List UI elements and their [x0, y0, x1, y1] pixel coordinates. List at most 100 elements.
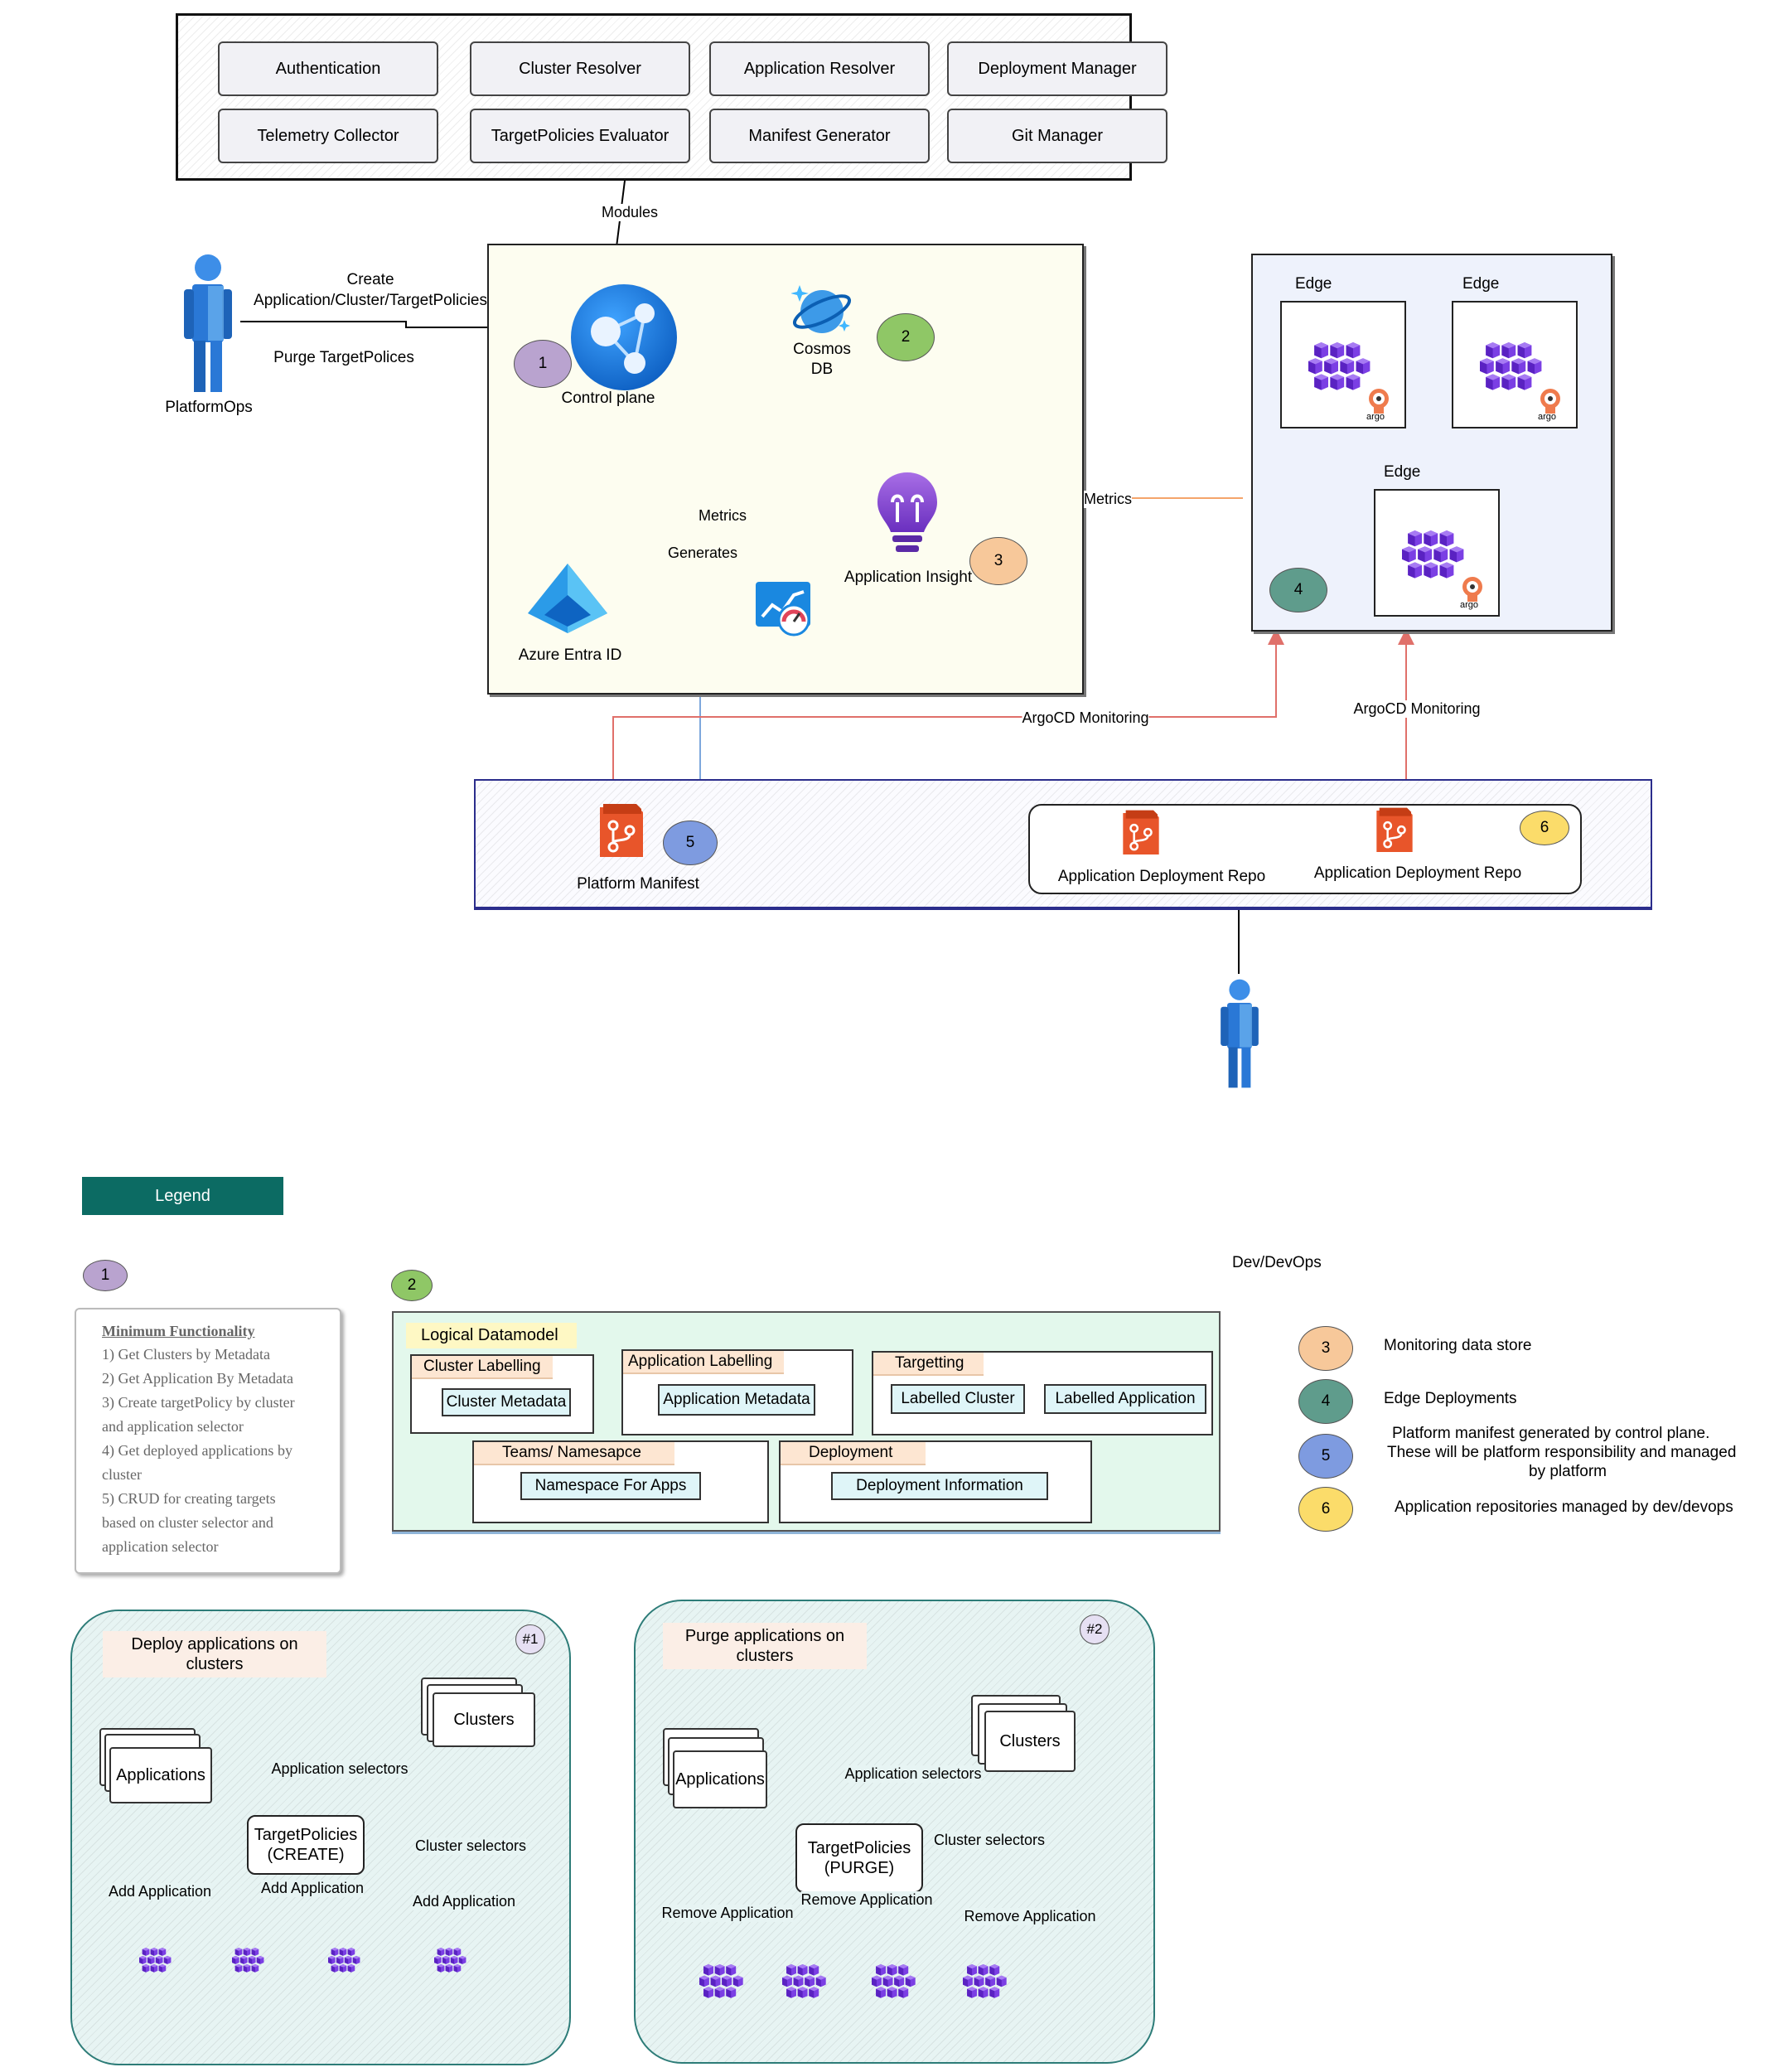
edge-title-1: Edge — [1295, 275, 1332, 293]
purge-flow-tag: #2 — [1080, 1615, 1109, 1644]
legend-text-5a: Platform manifest generated by control p… — [1392, 1425, 1710, 1442]
tp-create-line1: TargetPolicies — [254, 1826, 358, 1844]
module-git-manager[interactable]: Git Manager — [947, 109, 1167, 163]
cluster-selectors-label: Cluster selectors — [414, 1837, 527, 1855]
min-func-line: cluster — [102, 1466, 142, 1483]
min-func-line: based on cluster selector and — [102, 1514, 273, 1531]
min-func-line: 1) Get Clusters by Metadata — [102, 1346, 270, 1363]
tp-purge-line1: TargetPolicies — [807, 1839, 911, 1857]
app-repo-2-label[interactable]: Application Deployment Repo — [1313, 864, 1522, 882]
labelled-cluster-item[interactable]: Labelled Cluster — [891, 1384, 1025, 1414]
badge-2: 2 — [877, 313, 935, 361]
application-insight-icon — [874, 471, 940, 557]
module-deployment-manager[interactable]: Deployment Manager — [947, 41, 1167, 96]
azure-entra-id-icon — [526, 562, 609, 637]
create-label-line1: Create — [346, 271, 394, 288]
dev-devops-label: Dev/DevOps — [1232, 1254, 1322, 1271]
module-targetpolicies-evaluator[interactable]: TargetPolicies Evaluator — [470, 109, 690, 163]
targetting-title: Targetting — [873, 1353, 984, 1376]
kubernetes-pods-icon — [1402, 530, 1466, 584]
remove-application-label-3: Remove Application — [964, 1908, 1096, 1925]
app-selectors-label: Application selectors — [271, 1760, 408, 1778]
badge-5: 5 — [663, 821, 718, 865]
tp-create-line2: (CREATE) — [267, 1846, 345, 1864]
deploy-flow-title: Deploy applications on clusters — [103, 1631, 326, 1677]
legend-text-6: Application repositories managed by dev/… — [1395, 1498, 1733, 1516]
targetpolicies-purge-node[interactable]: TargetPolicies (PURGE) — [795, 1823, 923, 1893]
add-application-label-1: Add Application — [108, 1883, 212, 1900]
add-application-label-2: Add Application — [260, 1880, 365, 1897]
argo-text: argo — [1460, 600, 1479, 610]
legend-text-5c: by platform — [1529, 1463, 1607, 1480]
module-application-resolver[interactable]: Application Resolver — [709, 41, 930, 96]
namespace-for-apps-item[interactable]: Namespace For Apps — [520, 1472, 701, 1500]
targetpolicies-create-node[interactable]: TargetPolicies (CREATE) — [247, 1815, 365, 1875]
purge-flow-title: Purge applications on clusters — [663, 1623, 867, 1669]
deploy-flow-tag: #1 — [515, 1624, 545, 1654]
min-func-line: 3) Create targetPolicy by cluster — [102, 1394, 295, 1411]
argocd-monitoring-right-label: ArgoCD Monitoring — [1353, 700, 1481, 718]
edge-title-2: Edge — [1462, 275, 1500, 293]
tp-purge-line2: (PURGE) — [824, 1859, 895, 1877]
legend-badge-6: 6 — [1298, 1487, 1353, 1532]
kubernetes-cluster-icon — [963, 1964, 1008, 2004]
platformops-user-icon — [181, 253, 235, 394]
application-metadata-item[interactable]: Application Metadata — [658, 1384, 815, 1416]
min-func-line: 4) Get deployed applications by — [102, 1442, 292, 1459]
module-cluster-resolver[interactable]: Cluster Resolver — [470, 41, 690, 96]
argo-text: argo — [1538, 412, 1557, 422]
azure-entra-id-label: Azure Entra ID — [518, 646, 622, 664]
purge-flow-title-line1: Purge applications on — [684, 1627, 845, 1645]
badge-1: 1 — [514, 340, 572, 388]
minimum-functionality-card — [75, 1308, 341, 1574]
edge-title-3: Edge — [1384, 463, 1421, 481]
cosmos-label-line1: Cosmos — [793, 341, 851, 358]
badge-6: 6 — [1520, 811, 1569, 845]
edge-cluster-3[interactable]: argo — [1374, 489, 1500, 617]
control-plane-icon — [568, 282, 679, 393]
kubernetes-cluster-icon — [872, 1964, 916, 2004]
kubernetes-cluster-icon — [139, 1948, 172, 1978]
argo-text: argo — [1366, 412, 1385, 422]
app-repo-1-label[interactable]: Application Deployment Repo — [1057, 868, 1266, 885]
cluster-selectors-label: Cluster selectors — [933, 1832, 1046, 1849]
datamodel-title: Logical Datamodel — [406, 1323, 577, 1348]
badge-3: 3 — [969, 537, 1027, 585]
applications-card[interactable]: Applications — [673, 1750, 767, 1808]
module-manifest-generator[interactable]: Manifest Generator — [709, 109, 930, 163]
argo-icon: argo — [1365, 387, 1393, 428]
edge-cluster-1[interactable]: argo — [1280, 301, 1406, 428]
app-repo-1-git-icon — [1119, 809, 1163, 859]
cosmos-db-icon — [790, 278, 853, 340]
labelled-application-item[interactable]: Labelled Application — [1044, 1384, 1206, 1414]
platformops-label: PlatformOps — [165, 399, 253, 416]
remove-application-label-1: Remove Application — [661, 1905, 794, 1922]
argocd-monitoring-left-label: ArgoCD Monitoring — [1022, 709, 1149, 727]
argo-icon: argo — [1536, 387, 1564, 428]
argocd-monitoring-left — [612, 628, 1284, 802]
deployment-title: Deployment — [781, 1442, 926, 1465]
modules-connector-label: Modules — [601, 204, 659, 221]
clusters-card[interactable]: Clusters — [433, 1692, 535, 1747]
legend-text-5b: These will be platform responsibility an… — [1387, 1444, 1737, 1461]
legend-badge-5: 5 — [1298, 1434, 1353, 1479]
min-func-line: 5) CRUD for creating targets — [102, 1490, 276, 1507]
cluster-metadata-item[interactable]: Cluster Metadata — [442, 1388, 571, 1416]
clusters-card[interactable]: Clusters — [984, 1711, 1076, 1772]
module-telemetry-collector[interactable]: Telemetry Collector — [218, 109, 438, 163]
dashboard-icon — [754, 580, 814, 637]
cluster-labelling-title: Cluster Labelling — [412, 1356, 553, 1379]
module-authentication[interactable]: Authentication — [218, 41, 438, 96]
applications-card[interactable]: Applications — [109, 1747, 212, 1803]
create-arrow — [240, 319, 569, 336]
legend-header: Legend — [82, 1177, 283, 1215]
app-selectors-label: Application selectors — [844, 1765, 982, 1783]
cosmos-label-line2: DB — [810, 361, 834, 378]
legend-badge-1: 1 — [83, 1260, 128, 1291]
metrics-label-edges: Metrics — [1084, 491, 1132, 508]
purge-flow-title-line2: clusters — [736, 1647, 794, 1665]
deployment-information-item[interactable]: Deployment Information — [831, 1472, 1048, 1500]
edge-cluster-2[interactable]: argo — [1452, 301, 1578, 428]
purge-label: Purge TargetPolices — [273, 349, 414, 366]
add-application-label-3: Add Application — [412, 1893, 516, 1910]
